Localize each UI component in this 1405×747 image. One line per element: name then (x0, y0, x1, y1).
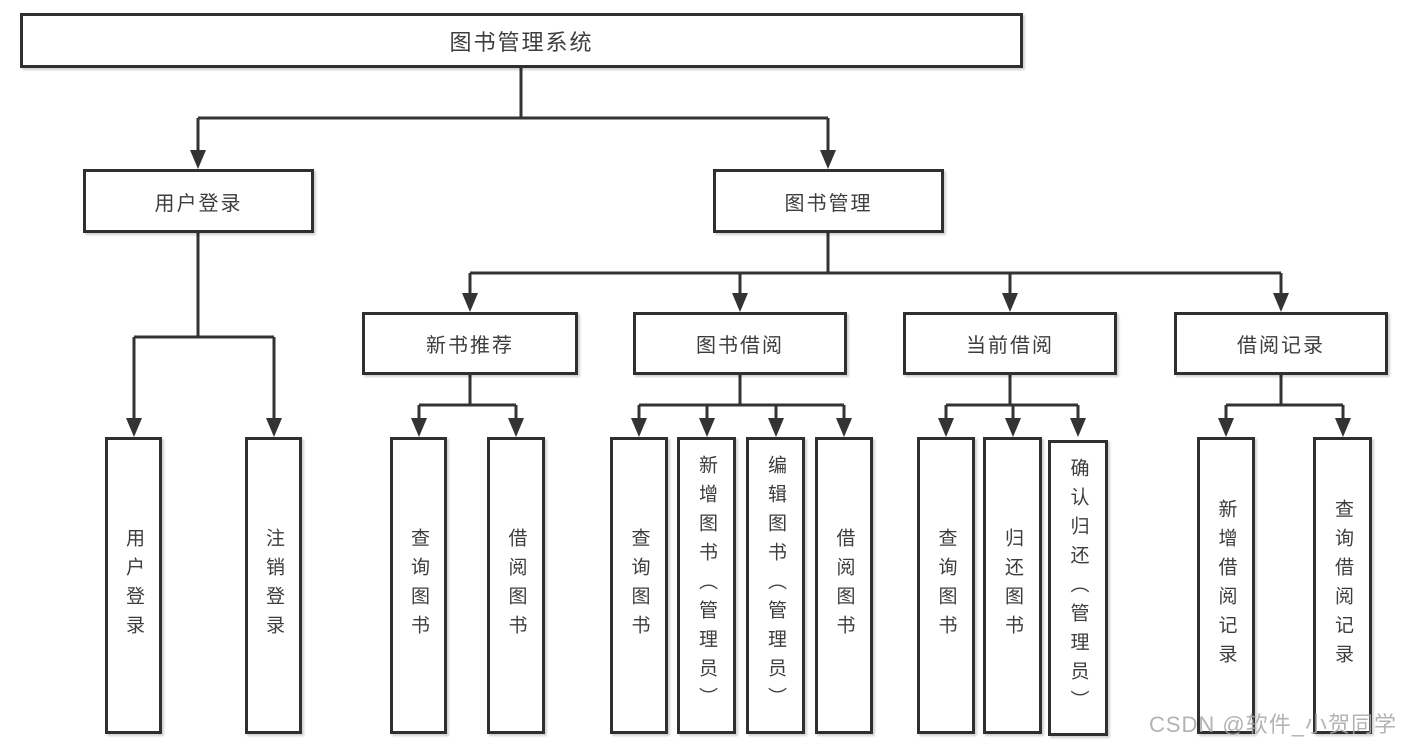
node-borrow-records-label: 借阅记录 (1237, 335, 1325, 357)
leaf-edit-book-admin: 编辑图书（管理员） (746, 437, 805, 734)
arrow-icon (1218, 418, 1234, 437)
arrow-icon (820, 150, 836, 169)
leaf-confirm-return-admin-label: 确认归还（管理员） (1067, 457, 1089, 719)
arrow-icon (1070, 418, 1086, 437)
arrow-icon (126, 418, 142, 437)
leaf-query-borrow-record-label: 查询借阅记录 (1332, 498, 1353, 673)
node-user-login: 用户登录 (83, 169, 314, 233)
leaf-query-borrow-record: 查询借阅记录 (1313, 437, 1372, 734)
leaf-user-login-label: 用户登录 (123, 527, 144, 644)
leaf-borrow-books-2-label: 借阅图书 (833, 527, 855, 644)
connector-root-to-level2 (196, 68, 830, 152)
leaf-query-books-3: 查询图书 (917, 437, 975, 734)
csdn-watermark: CSDN @软件_小贺同学 (1148, 712, 1397, 737)
leaf-user-login: 用户登录 (105, 437, 162, 734)
connector-book-management-group (468, 233, 1283, 295)
leaf-confirm-return-admin: 确认归还（管理员） (1048, 440, 1108, 736)
arrow-icon (631, 418, 647, 437)
arrow-icon (1273, 293, 1289, 312)
node-new-book-recommend: 新书推荐 (362, 312, 578, 375)
leaf-borrow-books-1: 借阅图书 (487, 437, 545, 734)
node-new-book-recommend-label: 新书推荐 (426, 335, 514, 357)
arrow-icon (732, 293, 748, 312)
leaf-query-books-1: 查询图书 (390, 437, 447, 734)
arrow-icon (938, 418, 954, 437)
node-borrow-records: 借阅记录 (1174, 312, 1388, 375)
node-book-management-label: 图书管理 (784, 192, 873, 215)
arrow-icon (1335, 418, 1351, 437)
node-current-borrow: 当前借阅 (903, 312, 1117, 375)
leaf-add-book-admin: 新增图书（管理员） (677, 437, 736, 734)
arrow-icon (411, 418, 427, 437)
arrow-icon (190, 150, 206, 169)
node-root: 图书管理系统 (20, 13, 1023, 68)
leaf-add-book-admin-label: 新增图书（管理员） (696, 455, 717, 716)
node-book-borrow: 图书借阅 (633, 312, 847, 375)
arrowheads (126, 150, 1351, 437)
node-current-borrow-label: 当前借阅 (966, 335, 1054, 357)
leaf-add-borrow-record-label: 新增借阅记录 (1215, 498, 1237, 673)
leaf-borrow-books-2: 借阅图书 (815, 437, 873, 734)
node-book-borrow-label: 图书借阅 (696, 335, 784, 357)
connector-current-borrow-group (944, 375, 1080, 420)
leaf-logout: 注销登录 (245, 437, 302, 734)
arrow-icon (1005, 418, 1021, 437)
arrow-icon (508, 418, 524, 437)
arrow-icon (768, 418, 784, 437)
leaf-query-books-3-label: 查询图书 (935, 527, 957, 644)
leaf-query-books-1-label: 查询图书 (408, 527, 429, 644)
arrow-icon (462, 293, 478, 312)
leaf-borrow-books-1-label: 借阅图书 (505, 527, 527, 644)
node-book-management: 图书管理 (713, 169, 944, 233)
arrow-icon (836, 418, 852, 437)
node-user-login-label: 用户登录 (154, 192, 243, 215)
leaf-return-book-label: 归还图书 (1002, 527, 1023, 644)
leaf-logout-label: 注销登录 (263, 527, 284, 644)
connector-borrow-records-group (1224, 375, 1345, 420)
arrow-icon (1002, 293, 1018, 312)
leaf-edit-book-admin-label: 编辑图书（管理员） (765, 455, 786, 716)
leaf-query-books-2: 查询图书 (610, 437, 668, 734)
leaf-return-book: 归还图书 (983, 437, 1042, 734)
arrow-icon (266, 418, 282, 437)
node-root-label: 图书管理系统 (449, 29, 594, 55)
connector-new-book-group (417, 375, 518, 420)
arrow-icon (699, 418, 715, 437)
connector-user-login-group (132, 233, 276, 420)
connector-book-borrow-group (637, 375, 846, 420)
leaf-query-books-2-label: 查询图书 (628, 527, 650, 644)
leaf-add-borrow-record: 新增借阅记录 (1197, 437, 1255, 734)
